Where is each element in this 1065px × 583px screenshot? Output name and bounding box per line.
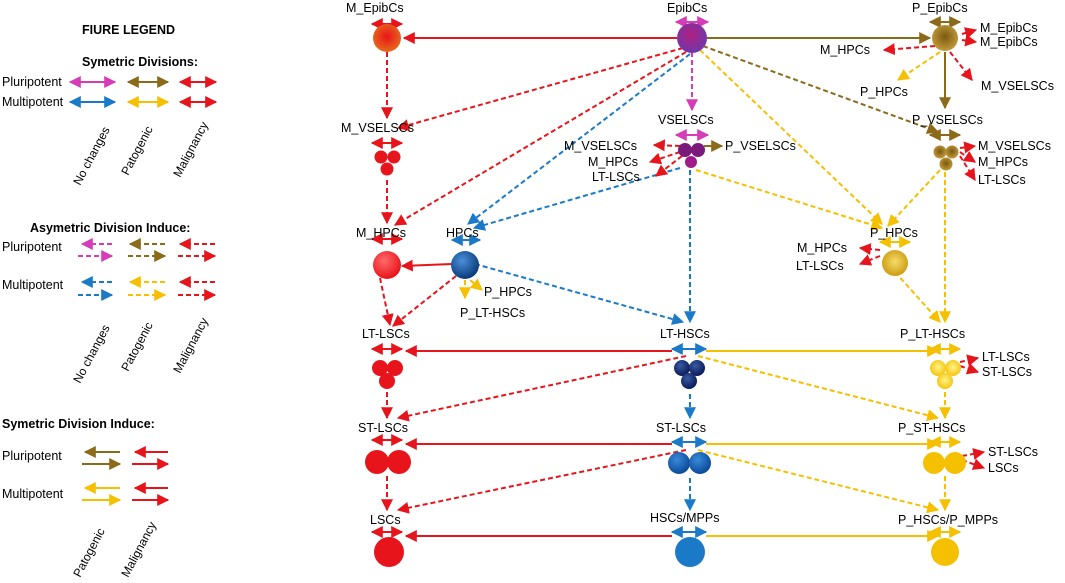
side-vsel-mhpcs: M_HPCs [588,155,638,169]
node-labels: M_EpibCs EpibCs P_EpibCs M_VSELSCs VSELS… [341,1,998,527]
legend-sym-induce-arrows [82,446,170,506]
cell-p-lt-hscs [930,360,961,389]
label-p-hpcs: P_HPCs [870,226,918,240]
cell-hscs-mpps [675,537,705,567]
legend-malignancy-3: Malignancy [118,519,159,579]
side-p-epib-2: M_EpibCs [980,35,1038,49]
cell-lt-lscs [372,360,403,389]
cell-vselscs [678,143,705,168]
legend-patogenic-2: Patogenic [118,320,155,374]
legend-sym-arrows [68,76,218,108]
side-plt-ltlscs: LT-LSCs [982,350,1030,364]
side-p-epib-mhpcs: M_HPCs [820,43,870,57]
cell-hpcs [451,251,479,279]
cell-m-vselscs [374,150,401,176]
asym-title: Asymetric Division Induce: [30,221,190,235]
cell-st-hscs [668,452,711,474]
legend-patogenic-1: Patogenic [118,124,155,178]
side-phpcs-mhpcs: M_HPCs [797,241,847,255]
legend-multipotent-2: Multipotent [2,278,64,292]
sym-induce-title: Symetric Division Induce: [2,417,155,431]
sym-div-title: Symetric Divisions: [82,55,198,69]
cell-p-hscs-mpps [931,538,959,566]
label-p-epibcs: P_EpibCs [912,1,968,15]
legend-pluripotent-2: Pluripotent [2,240,62,254]
side-vsel-pvsel: P_VSELSCs [725,139,796,153]
label-p-st-hscs: P_ST-HSCs [898,421,965,435]
side-pvsel-ltlscs: LT-LSCs [978,173,1026,187]
label-st-lscs: ST-LSCs [358,421,408,435]
legend-malignancy-1: Malignancy [170,119,211,179]
label-vselscs: VSELSCs [658,113,714,127]
cells [365,23,966,567]
label-m-vselscs: M_VSELSCs [341,121,414,135]
legend-patogenic-3: Patogenic [70,526,107,580]
side-p-epib-mvsel: M_VSELSCs [981,79,1054,93]
cell-p-epibcs [932,25,958,51]
cell-p-hpcs [882,250,908,276]
cell-m-epibcs [373,24,401,52]
legend-multipotent-1: Multipotent [2,95,64,109]
cell-lscs [374,537,404,567]
label-lt-lscs: LT-LSCs [362,327,410,341]
side-p-epib-1: M_EpibCs [980,21,1038,35]
side-pvsel-mhpcs: M_HPCs [978,155,1028,169]
label-st-hscs: ST-LSCs [656,421,706,435]
label-lt-hscs: LT-HSCs [660,327,710,341]
side-vsel-ltlscs: LT-LSCs [592,170,640,184]
side-labels: M_EpibCs M_EpibCs M_HPCs M_VSELSCs P_HPC… [460,21,1054,475]
side-hpcs-phpcs: P_HPCs [484,285,532,299]
legend: FIURE LEGEND Symetric Divisions: Pluripo… [2,23,218,580]
side-p-epib-phpcs: P_HPCs [860,85,908,99]
legend-no-changes-2: No changes [70,322,112,385]
side-phpcs-ltlscs: LT-LSCs [796,259,844,273]
legend-pluripotent-1: Pluripotent [2,75,62,89]
legend-malignancy-2: Malignancy [170,315,211,375]
label-m-epibcs: M_EpibCs [346,1,404,15]
label-lscs: LSCs [370,513,401,527]
label-p-vselscs: P_VSELSCs [912,113,983,127]
side-plt-stlscs: ST-LSCs [982,365,1032,379]
cell-m-hpcs [373,251,401,279]
side-hpcs-plthscs: P_LT-HSCs [460,306,525,320]
label-p-lt-hscs: P_LT-HSCs [900,327,965,341]
cell-epibcs [677,23,707,53]
side-pvsel-mvsel: M_VSELSCs [978,139,1051,153]
connections [379,27,986,542]
label-epibcs: EpibCs [667,1,707,15]
legend-asym-arrows [78,238,217,301]
label-m-hpcs: M_HPCs [356,226,406,240]
cell-st-lscs [365,450,411,474]
label-p-hscs-mpps: P_HSCs/P_MPPs [898,513,998,527]
side-pst-lscs: LSCs [988,461,1019,475]
side-vsel-mvsel: M_VSELSCs [564,139,637,153]
cell-p-st-hscs [923,452,966,474]
cell-p-vselscs [933,145,959,171]
legend-multipotent-3: Multipotent [2,487,64,501]
cell-lt-hscs [674,360,705,389]
side-pst-stlscs: ST-LSCs [988,445,1038,459]
legend-title: FIURE LEGEND [82,23,175,37]
legend-pluripotent-3: Pluripotent [2,449,62,463]
legend-no-changes-1: No changes [70,124,112,187]
label-hpcs: HPCs [446,226,479,240]
label-hscs-mpps: HSCs/MPPs [650,511,719,525]
